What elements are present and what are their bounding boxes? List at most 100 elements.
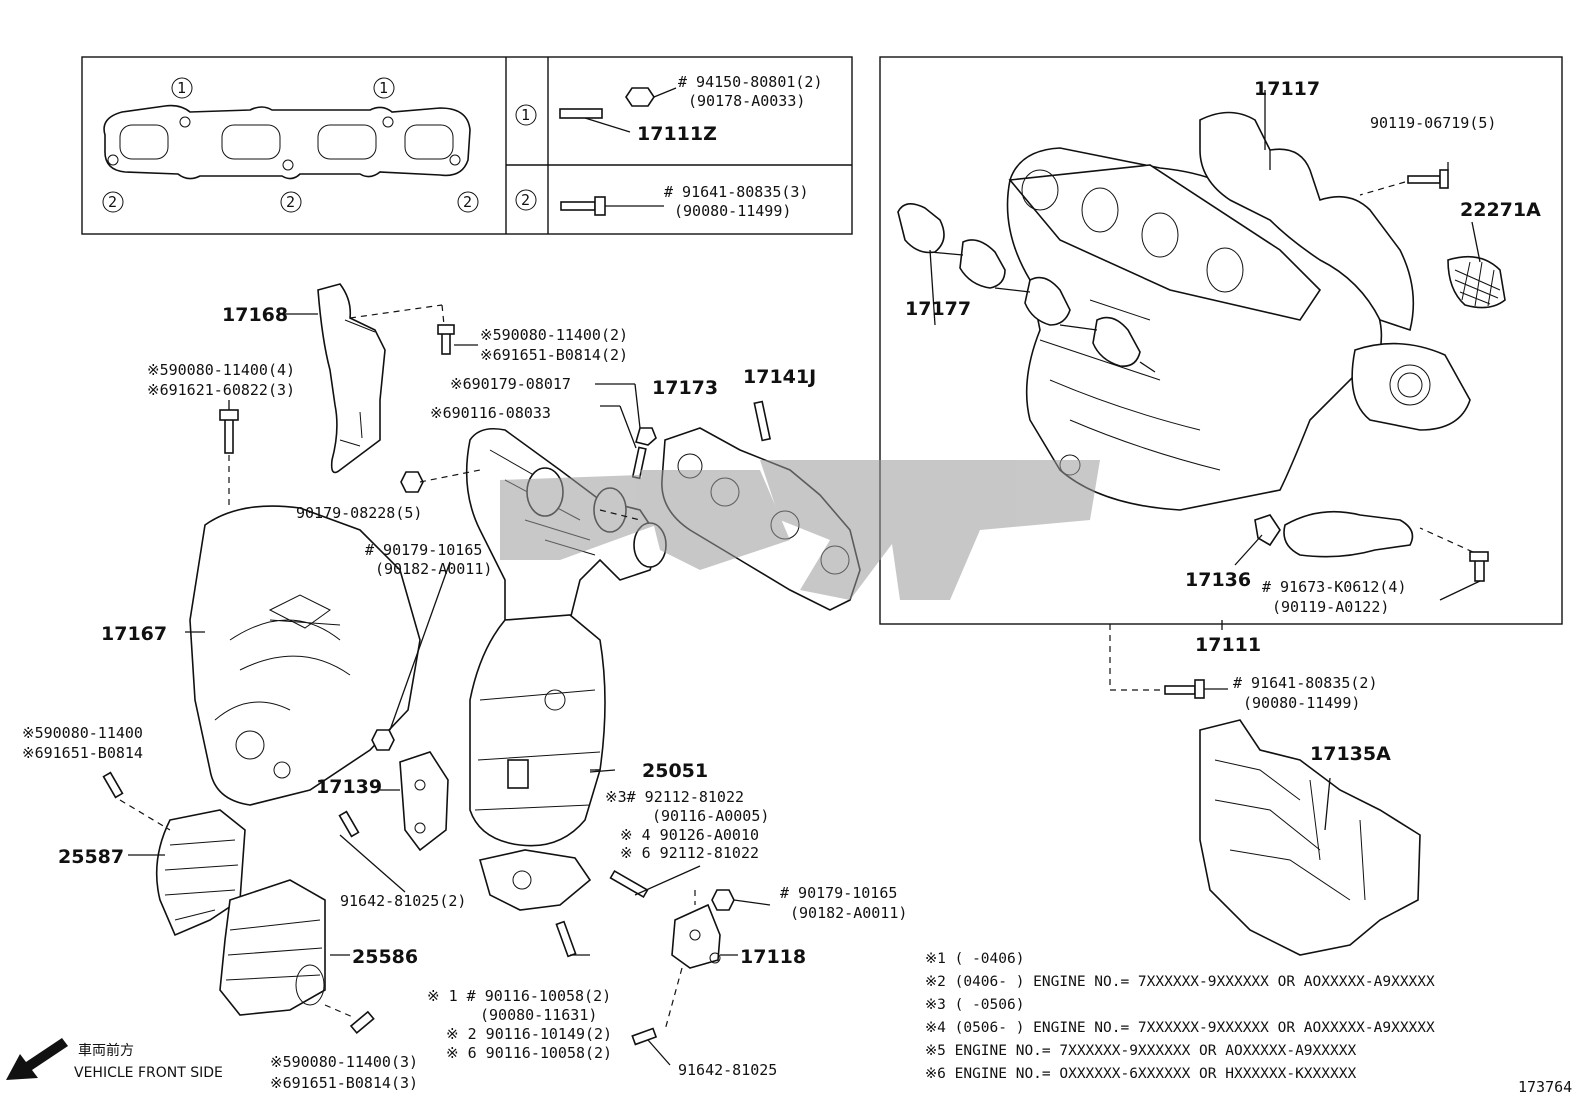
note-line: ※1 ( -0406)	[925, 951, 1024, 967]
part-number: ※690179-08017	[450, 375, 571, 393]
bolt-icon	[224, 417, 234, 454]
part-label-17173: 17173	[652, 377, 718, 399]
part-number: (90116-A0005)	[652, 807, 769, 825]
leader-lines	[119, 90, 1481, 1066]
notes-block: ※1 ( -0406) ※2 (0406- ) ENGINE NO.= 7XXX…	[925, 951, 1435, 1082]
vehicle-front-indicator: 車両前方 VEHICLE FRONT SIDE	[6, 1038, 223, 1081]
part-label-25586: 25586	[352, 946, 418, 968]
part-label-17136: 17136	[1185, 569, 1251, 591]
bracket-17118	[671, 903, 721, 969]
part-number: 91642-81025	[678, 1061, 777, 1079]
bolt-icon	[1407, 175, 1441, 184]
bolt-icon	[102, 771, 124, 799]
part-number: ※691621-60822(3)	[147, 381, 295, 399]
arrow-down-left-icon	[6, 1038, 68, 1080]
part-number: (90080-11499)	[674, 202, 791, 220]
part-label-22271a: 22271A	[1460, 199, 1541, 221]
note-line: ※4 (0506- ) ENGINE NO.= 7XXXXXX-9XXXXXX …	[925, 1020, 1435, 1036]
part-label-17167: 17167	[101, 623, 167, 645]
part-number: # 90179-10165	[780, 884, 897, 902]
part-number: (90182-A0011)	[375, 560, 492, 578]
stud-icon	[753, 400, 772, 442]
svg-text:1: 1	[521, 106, 530, 124]
watermark-logo	[500, 460, 1100, 600]
shield-17117	[1199, 111, 1415, 332]
part-number: ※ 6 92112-81022	[620, 844, 759, 862]
part-number: # 91673-K0612(4)	[1262, 578, 1407, 596]
part-number: (90080-11631)	[480, 1006, 597, 1024]
part-number: ※691651-B0814(2)	[480, 346, 628, 364]
part-number: # 94150-80801(2)	[678, 73, 823, 91]
part-number: ※691651-B0814(3)	[270, 1074, 418, 1092]
part-number: 91642-81025(2)	[340, 892, 466, 910]
part-number: ※590080-11400(4)	[147, 361, 295, 379]
part-number: ※3# 92112-81022	[605, 788, 744, 806]
part-22271a	[1447, 255, 1506, 309]
heat-shield-17167	[189, 505, 421, 806]
svg-text:2: 2	[286, 193, 295, 211]
callout-circle-1: 1 1 1	[171, 77, 537, 126]
gasket-reference-box: 1 1 1 2 2 2 2 # 94150-80801(2) (90178-A0…	[81, 56, 853, 235]
bracket-17136	[1283, 510, 1414, 558]
part-label-25587: 25587	[58, 846, 124, 868]
part-number: (90119-A0122)	[1272, 598, 1389, 616]
svg-text:1: 1	[379, 79, 388, 97]
nut-icon	[371, 729, 395, 751]
bolt-icon	[560, 201, 596, 211]
note-line: ※5 ENGINE NO.= 7XXXXXX-9XXXXXX OR AOXXXX…	[925, 1043, 1356, 1059]
stud-icon	[609, 869, 649, 899]
part-number: # 91641-80835(2)	[1233, 674, 1378, 692]
bolt-icon	[441, 331, 451, 355]
part-labels: 17168 17167 17173 17141J 17139 25051 255…	[22, 78, 1541, 1092]
part-label-17141j: 17141J	[743, 366, 816, 388]
gasket-outline	[103, 104, 471, 180]
part-number: 90179-08228(5)	[296, 504, 422, 522]
part-number: # 91641-80835(3)	[664, 183, 809, 201]
front-label-en: VEHICLE FRONT SIDE	[74, 1065, 223, 1081]
bolt-icon	[631, 1027, 658, 1046]
svg-text:2: 2	[521, 191, 530, 209]
diagram-id: 173764	[1518, 1078, 1572, 1096]
part-number: ※ 2 90116-10149(2)	[446, 1025, 612, 1043]
svg-text:1: 1	[177, 79, 186, 97]
part-number: 90119-06719(5)	[1370, 114, 1496, 132]
part-label-17117: 17117	[1254, 78, 1320, 100]
note-line: ※6 ENGINE NO.= OXXXXXX-6XXXXXX OR HXXXXX…	[925, 1066, 1356, 1082]
part-label-17139: 17139	[316, 776, 382, 798]
bolt-icon	[338, 810, 360, 838]
part-number: (90178-A0033)	[688, 92, 805, 110]
part-label-17168: 17168	[222, 304, 288, 326]
part-number: ※590080-11400(2)	[480, 326, 628, 344]
part-label-17177: 17177	[905, 298, 971, 320]
stud-icon	[555, 920, 577, 958]
part-number: ※ 6 90116-10058(2)	[446, 1044, 612, 1062]
part-number: (90182-A0011)	[790, 904, 907, 922]
part-number: # 90179-10165	[365, 541, 482, 559]
part-number: ※ 1 # 90116-10058(2)	[427, 987, 611, 1005]
svg-text:2: 2	[463, 193, 472, 211]
svg-text:2: 2	[108, 193, 117, 211]
note-line: ※3 ( -0506)	[925, 997, 1024, 1013]
nut-icon	[635, 427, 657, 446]
nut-icon	[711, 889, 735, 911]
part-label-17111z: 17111Z	[637, 123, 717, 145]
insulator-17168	[317, 283, 386, 474]
part-number: (90080-11499)	[1243, 694, 1360, 712]
part-label-17118: 17118	[740, 946, 806, 968]
bolt-icon	[349, 1010, 375, 1035]
part-number: ※691651-B0814	[22, 744, 143, 762]
part-label-17111: 17111	[1195, 634, 1261, 656]
part-label-25051: 25051	[642, 760, 708, 782]
part-number: ※690116-08033	[430, 404, 551, 422]
bolt-icon	[1164, 685, 1196, 695]
note-line: ※2 (0406- ) ENGINE NO.= 7XXXXXX-9XXXXXX …	[925, 974, 1435, 990]
part-number: ※ 4 90126-A0010	[620, 826, 759, 844]
part-label-17135a: 17135A	[1310, 743, 1391, 765]
stud-icon	[559, 108, 603, 119]
nut-icon	[625, 87, 655, 107]
intake-manifold-box	[879, 56, 1563, 625]
nut-icon	[400, 471, 424, 493]
part-number: ※590080-11400	[22, 724, 143, 742]
throttle-flange	[1351, 342, 1471, 431]
